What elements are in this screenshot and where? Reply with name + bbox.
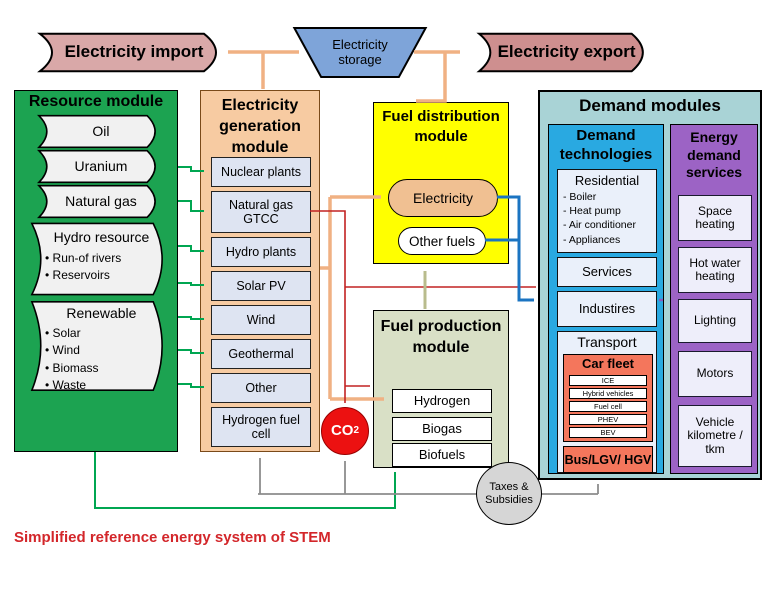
demand-technologies-title: Demand technologies xyxy=(559,127,653,163)
eds-vehicle-kilometre: Vehicle kilometre / tkm xyxy=(678,405,752,467)
car-fleet-label: Car fleet xyxy=(581,356,635,371)
resource-item-label: Uranium xyxy=(74,157,128,174)
generation-item-solar-pv: Solar PV xyxy=(211,271,311,301)
ribbon-shape xyxy=(468,33,654,72)
electricity-import-label: Electricity import xyxy=(64,42,204,62)
fuel-distribution-title: Fuel distribution module xyxy=(382,108,500,145)
arrow-resource-to-fuel-production xyxy=(94,452,396,509)
caption: Simplified reference energy system of ST… xyxy=(14,529,331,546)
car-fleet-box: Car fleet ICE Hybrid vehicles Fuel cell … xyxy=(563,354,653,442)
resource-item-label: Natural gas xyxy=(65,192,137,209)
car-fleet-item-hybrid: Hybrid vehicles xyxy=(569,388,647,399)
resource-module-title: Resource module xyxy=(28,93,164,110)
dt-services-box: Services xyxy=(557,257,657,287)
production-item-biogas: Biogas xyxy=(392,417,492,441)
fuel-distribution-module: Fuel distribution module Electricity Oth… xyxy=(373,102,509,264)
eds-hot-water-heating: Hot water heating xyxy=(678,247,752,293)
trapezoid-shape xyxy=(293,27,427,78)
resource-item-label: Hydro resource xyxy=(53,229,150,245)
bullet: Biomass xyxy=(45,360,99,377)
dt-transport-label: Transport xyxy=(577,334,637,350)
generation-item-hydro: Hydro plants xyxy=(211,237,311,267)
resource-item-bullets: Run-of rivers Reservoirs xyxy=(45,250,122,285)
distribution-other-fuels-pill: Other fuels xyxy=(398,227,486,255)
ribbon-shape xyxy=(28,33,228,72)
bullet: Run-of rivers xyxy=(45,250,122,267)
bus-lgv-hgv-box: Bus/LGV/ HGV xyxy=(563,446,653,473)
fuel-production-module: Fuel production module Hydrogen Biogas B… xyxy=(373,310,509,468)
electricity-import-banner: Electricity import xyxy=(28,33,228,72)
resource-module: Resource module Oil Uranium Natural gas … xyxy=(14,90,178,452)
co2-subscript: 2 xyxy=(353,425,360,437)
electricity-generation-module: Electricity generation module Nuclear pl… xyxy=(200,90,320,452)
dt-residential-label: Residential xyxy=(574,173,640,188)
co2-label: CO xyxy=(330,421,354,439)
electricity-storage-node: Electricity storage xyxy=(293,27,427,78)
taxes-label-line2: Subsidies xyxy=(485,493,533,506)
electricity-export-label: Electricity export xyxy=(497,42,636,62)
bullet: Solar xyxy=(45,325,99,342)
generation-item-geothermal: Geothermal xyxy=(211,339,311,369)
generation-item-hydrogen-fuel-cell: Hydrogen fuel cell xyxy=(211,407,311,447)
resource-item-natural-gas: Natural gas xyxy=(31,185,163,218)
dt-transport-box: Transport Car fleet ICE Hybrid vehicles … xyxy=(557,331,657,473)
electricity-storage-label: Electricity storage xyxy=(332,37,388,67)
resource-item-label: Oil xyxy=(92,122,110,139)
eds-space-heating: Space heating xyxy=(678,195,752,241)
car-fleet-item-bev: BEV xyxy=(569,427,647,438)
dt-residential-box: Residential Boiler Heat pump Air conditi… xyxy=(557,169,657,253)
line-generation-electricity-bus xyxy=(320,197,332,399)
eds-motors: Motors xyxy=(678,351,752,397)
bullet: Waste xyxy=(45,377,99,394)
car-fleet-item-ice: ICE xyxy=(569,375,647,386)
generation-item-gtcc: Natural gas GTCC xyxy=(211,191,311,233)
eds-lighting: Lighting xyxy=(678,299,752,343)
electricity-export-banner: Electricity export xyxy=(468,33,654,72)
dt-residential-bullets: Boiler Heat pump Air conditioner Applian… xyxy=(558,188,656,247)
production-item-hydrogen: Hydrogen xyxy=(392,389,492,413)
resource-item-uranium: Uranium xyxy=(31,150,163,183)
production-item-biofuels: Biofuels xyxy=(392,443,492,467)
energy-demand-services: Energy demand services Space heating Hot… xyxy=(670,124,758,474)
generation-module-title: Electricity generation module xyxy=(219,97,301,156)
resource-item-hydro: Hydro resource Run-of rivers Reservoirs xyxy=(23,222,171,296)
generation-item-wind: Wind xyxy=(211,305,311,335)
fuel-production-title: Fuel production module xyxy=(380,318,502,356)
demand-modules-title: Demand modules xyxy=(579,96,721,115)
demand-technologies: Demand technologies Residential Boiler H… xyxy=(548,124,664,474)
resource-item-oil: Oil xyxy=(31,115,163,148)
resource-item-renewable: Renewable Solar Wind Biomass Waste xyxy=(23,300,171,392)
car-fleet-item-fuel-cell: Fuel cell xyxy=(569,401,647,412)
resource-item-label: Renewable xyxy=(66,305,137,321)
generation-item-other: Other xyxy=(211,373,311,403)
bullet: Reservoirs xyxy=(45,267,121,284)
bullet: Heat pump xyxy=(563,204,656,218)
resource-item-bullets: Solar Wind Biomass Waste xyxy=(45,325,99,395)
demand-modules: Demand modules Demand technologies Resid… xyxy=(538,90,762,480)
generation-item-nuclear: Nuclear plants xyxy=(211,157,311,187)
dt-industries-box: Industires xyxy=(557,291,657,327)
bullet: Appliances xyxy=(563,233,656,247)
car-fleet-item-phev: PHEV xyxy=(569,414,647,425)
taxes-label-line1: Taxes & xyxy=(489,481,529,494)
bullet: Wind xyxy=(45,342,99,359)
bullet: Air conditioner xyxy=(563,218,656,232)
distribution-electricity-pill: Electricity xyxy=(388,179,498,217)
energy-demand-services-title: Energy demand services xyxy=(685,129,743,180)
bullet: Boiler xyxy=(563,190,656,204)
taxes-subsidies-node: Taxes & Subsidies xyxy=(476,462,542,525)
